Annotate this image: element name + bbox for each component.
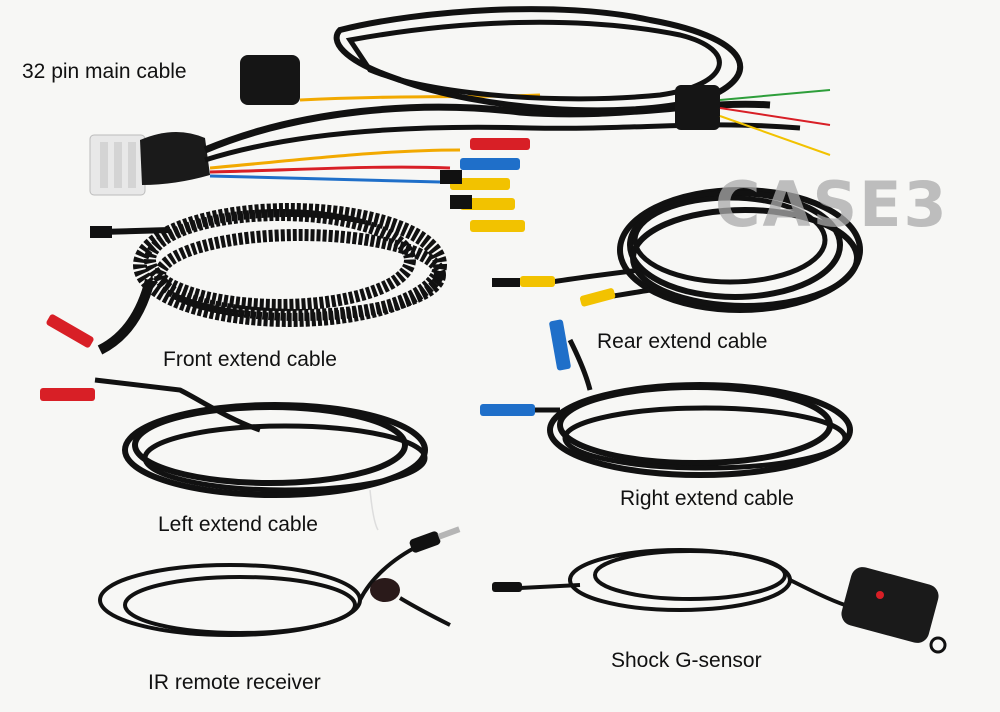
label-left-extend: Left extend cable xyxy=(158,513,318,536)
label-main-cable: 32 pin main cable xyxy=(22,60,187,83)
label-ir-receiver: IR remote receiver xyxy=(148,671,321,694)
ir-remote-receiver xyxy=(98,526,461,637)
camera-plugs xyxy=(440,138,530,232)
front-extend-cable xyxy=(40,203,447,433)
shock-g-sensor xyxy=(492,548,947,654)
braided-sleeve xyxy=(140,131,210,185)
left-extend-cable xyxy=(122,402,428,531)
right-extend-cable xyxy=(480,319,853,478)
sensor-box xyxy=(841,567,939,643)
fuse-holder xyxy=(240,55,300,105)
fuse-holder xyxy=(675,85,720,130)
label-shock-sensor: Shock G-sensor xyxy=(611,649,762,672)
rear-extend-cable xyxy=(492,187,863,313)
case3-watermark: CASE3 xyxy=(715,168,949,241)
main-harness xyxy=(89,6,831,232)
label-right-extend: Right extend cable xyxy=(620,487,794,510)
label-front-extend: Front extend cable xyxy=(163,348,337,371)
label-rear-extend: Rear extend cable xyxy=(597,330,768,353)
